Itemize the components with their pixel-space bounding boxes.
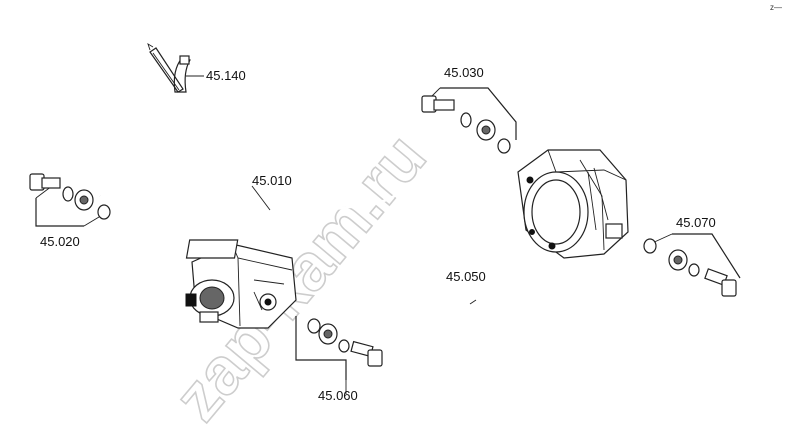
leader-lines [186,75,477,305]
label-45060: 45.060 [318,388,358,403]
label-45050: 45.050 [446,269,486,284]
label-45070: 45.070 [676,215,716,230]
pipe-45010 [99,132,485,228]
label-45010: 45.010 [252,173,292,188]
label-45140: 45.140 [206,68,246,83]
fitting-group-45060 [295,316,383,394]
cable-tie-45140 [147,42,191,93]
corner-mark: z— [770,3,782,12]
fitting-group-45070 [643,233,741,297]
fitting-group-45030 [421,87,517,154]
pipe-45050 [331,258,673,328]
flange-housing [517,149,629,259]
fitting-group-45020 [29,173,111,227]
pump-body [185,239,297,329]
label-45020: 45.020 [40,234,80,249]
label-45030: 45.030 [444,65,484,80]
